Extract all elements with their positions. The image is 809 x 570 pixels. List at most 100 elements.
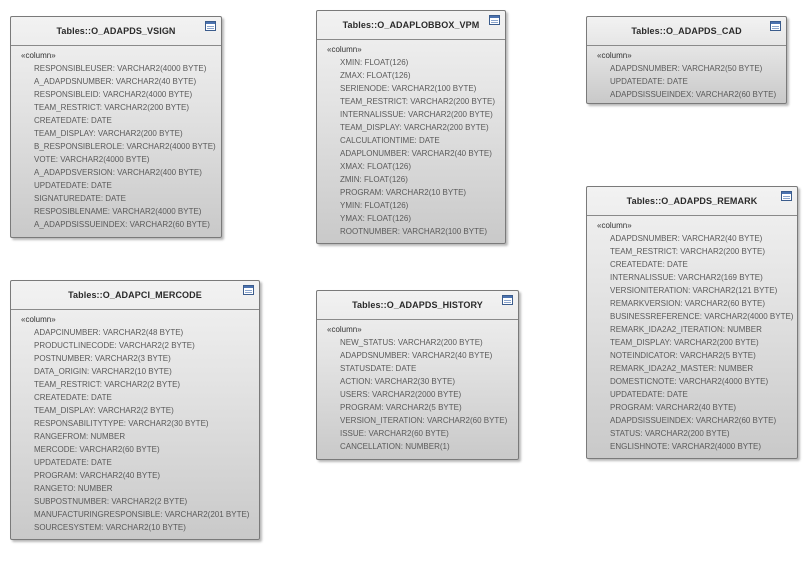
table-cad[interactable]: Tables::O_ADAPDS_CAD«column»ADAPDSNUMBER… [586, 16, 787, 104]
column-attribute[interactable]: A_ADAPDSNUMBER: VARCHAR2(40 BYTE) [34, 77, 197, 86]
table-header[interactable]: Tables::O_ADAPLOBBOX_VPM [317, 11, 505, 40]
column-attribute[interactable]: ADAPDSNUMBER: VARCHAR2(40 BYTE) [340, 351, 493, 360]
table-element-icon [489, 15, 500, 25]
table-element-icon [243, 285, 254, 295]
column-attribute[interactable]: TEAM_DISPLAY: VARCHAR2(200 BYTE) [340, 123, 489, 132]
table-header[interactable]: Tables::O_ADAPDS_HISTORY [317, 291, 518, 320]
column-attribute[interactable]: CANCELLATION: NUMBER(1) [340, 442, 450, 451]
column-attribute[interactable]: SUBPOSTNUMBER: VARCHAR2(2 BYTE) [34, 497, 188, 506]
column-attribute[interactable]: RANGETO: NUMBER [34, 484, 113, 493]
table-history[interactable]: Tables::O_ADAPDS_HISTORY«column»NEW_STAT… [316, 290, 519, 460]
column-attribute[interactable]: RESPONSABILITYTYPE: VARCHAR2(30 BYTE) [34, 419, 209, 428]
column-attribute[interactable]: ADAPDSNUMBER: VARCHAR2(40 BYTE) [610, 234, 763, 243]
column-attribute[interactable]: TEAM_RESTRICT: VARCHAR2(200 BYTE) [610, 247, 765, 256]
table-title: Tables::O_ADAPDS_REMARK [626, 196, 758, 206]
column-attribute[interactable]: ADAPDSNUMBER: VARCHAR2(50 BYTE) [610, 64, 763, 73]
column-attribute[interactable]: ADAPCINUMBER: VARCHAR2(48 BYTE) [34, 328, 184, 337]
column-attribute[interactable]: DATA_ORIGIN: VARCHAR2(10 BYTE) [34, 367, 172, 376]
table-element-icon [502, 295, 513, 305]
table-title: Tables::O_ADAPLOBBOX_VPM [342, 20, 480, 30]
table-element-icon [781, 191, 792, 201]
column-attribute[interactable]: XMAX: FLOAT(126) [340, 162, 411, 171]
column-attribute[interactable]: CREATEDATE: DATE [34, 393, 112, 402]
column-attribute[interactable]: TEAM_DISPLAY: VARCHAR2(200 BYTE) [34, 129, 183, 138]
column-attribute[interactable]: UPDATEDATE: DATE [610, 77, 688, 86]
column-attribute[interactable]: REMARKVERSION: VARCHAR2(60 BYTE) [610, 299, 765, 308]
table-header[interactable]: Tables::O_ADAPDS_CAD [587, 17, 786, 46]
column-attribute[interactable]: TEAM_RESTRICT: VARCHAR2(200 BYTE) [340, 97, 495, 106]
table-remark[interactable]: Tables::O_ADAPDS_REMARK«column»ADAPDSNUM… [586, 186, 798, 459]
table-title: Tables::O_ADAPDS_VSIGN [56, 26, 176, 36]
table-header[interactable]: Tables::O_ADAPCI_MERCODE [11, 281, 259, 310]
column-attribute[interactable]: SERIENODE: VARCHAR2(100 BYTE) [340, 84, 477, 93]
column-attribute[interactable]: VOTE: VARCHAR2(4000 BYTE) [34, 155, 150, 164]
column-attribute[interactable]: ROOTNUMBER: VARCHAR2(100 BYTE) [340, 227, 487, 236]
column-attribute[interactable]: B_RESPONSIBLEROLE: VARCHAR2(4000 BYTE) [34, 142, 216, 151]
table-title: Tables::O_ADAPDS_HISTORY [352, 300, 483, 310]
column-stereotype: «column» [21, 51, 56, 60]
column-attribute[interactable]: TEAM_DISPLAY: VARCHAR2(200 BYTE) [610, 338, 759, 347]
column-attribute[interactable]: ADAPLONUMBER: VARCHAR2(40 BYTE) [340, 149, 492, 158]
column-attribute[interactable]: UPDATEDATE: DATE [610, 390, 688, 399]
column-attribute[interactable]: INTERNALISSUE: VARCHAR2(169 BYTE) [610, 273, 763, 282]
column-attribute[interactable]: BUSINESSREFERENCE: VARCHAR2(4000 BYTE) [610, 312, 794, 321]
column-attribute[interactable]: RANGEFROM: NUMBER [34, 432, 126, 441]
column-attribute[interactable]: ADAPDSISSUEINDEX: VARCHAR2(60 BYTE) [610, 90, 777, 99]
column-attribute[interactable]: DOMESTICNOTE: VARCHAR2(4000 BYTE) [610, 377, 769, 386]
column-attribute[interactable]: INTERNALISSUE: VARCHAR2(200 BYTE) [340, 110, 493, 119]
column-attribute[interactable]: RESPOSIBLENAME: VARCHAR2(4000 BYTE) [34, 207, 202, 216]
column-attribute[interactable]: TEAM_DISPLAY: VARCHAR2(2 BYTE) [34, 406, 174, 415]
column-attribute[interactable]: POSTNUMBER: VARCHAR2(3 BYTE) [34, 354, 171, 363]
column-attribute[interactable]: STATUSDATE: DATE [340, 364, 417, 373]
column-compartment: «column»NEW_STATUS: VARCHAR2(200 BYTE)AD… [317, 320, 518, 453]
column-compartment: «column»ADAPCINUMBER: VARCHAR2(48 BYTE)P… [11, 310, 259, 534]
column-attribute[interactable]: ZMAX: FLOAT(126) [340, 71, 411, 80]
table-mercode[interactable]: Tables::O_ADAPCI_MERCODE«column»ADAPCINU… [10, 280, 260, 540]
column-attribute[interactable]: A_ADAPDSVERSION: VARCHAR2(400 BYTE) [34, 168, 202, 177]
column-attribute[interactable]: ADAPDSISSUEINDEX: VARCHAR2(60 BYTE) [610, 416, 777, 425]
table-header[interactable]: Tables::O_ADAPDS_REMARK [587, 187, 797, 216]
column-attribute[interactable]: PROGRAM: VARCHAR2(40 BYTE) [34, 471, 161, 480]
table-vsign[interactable]: Tables::O_ADAPDS_VSIGN«column»RESPONSIBL… [10, 16, 222, 238]
column-attribute[interactable]: UPDATEDATE: DATE [34, 181, 112, 190]
column-attribute[interactable]: USERS: VARCHAR2(2000 BYTE) [340, 390, 462, 399]
table-vpm[interactable]: Tables::O_ADAPLOBBOX_VPM«column»XMIN: FL… [316, 10, 506, 244]
column-attribute[interactable]: REMARK_IDA2A2_ITERATION: NUMBER [610, 325, 762, 334]
column-attribute[interactable]: ZMIN: FLOAT(126) [340, 175, 408, 184]
column-attribute[interactable]: RESPONSIBLEID: VARCHAR2(4000 BYTE) [34, 90, 193, 99]
column-attribute[interactable]: PROGRAM: VARCHAR2(10 BYTE) [340, 188, 467, 197]
column-attribute[interactable]: VERSION_ITERATION: VARCHAR2(60 BYTE) [340, 416, 508, 425]
column-attribute[interactable]: A_ADAPDSISSUEINDEX: VARCHAR2(60 BYTE) [34, 220, 210, 229]
column-attribute[interactable]: MANUFACTURINGRESPONSIBLE: VARCHAR2(201 B… [34, 510, 250, 519]
column-attribute[interactable]: ISSUE: VARCHAR2(60 BYTE) [340, 429, 449, 438]
column-attribute[interactable]: PROGRAM: VARCHAR2(5 BYTE) [340, 403, 462, 412]
column-attribute[interactable]: NEW_STATUS: VARCHAR2(200 BYTE) [340, 338, 483, 347]
column-attribute[interactable]: REMARK_IDA2A2_MASTER: NUMBER [610, 364, 754, 373]
column-attribute[interactable]: PRODUCTLINECODE: VARCHAR2(2 BYTE) [34, 341, 195, 350]
column-attribute[interactable]: CREATEDATE: DATE [34, 116, 112, 125]
column-stereotype: «column» [597, 51, 632, 60]
column-attribute[interactable]: SOURCESYSTEM: VARCHAR2(10 BYTE) [34, 523, 186, 532]
column-attribute[interactable]: UPDATEDATE: DATE [34, 458, 112, 467]
column-attribute[interactable]: TEAM_RESTRICT: VARCHAR2(2 BYTE) [34, 380, 181, 389]
column-attribute[interactable]: YMIN: FLOAT(126) [340, 201, 409, 210]
column-attribute[interactable]: XMIN: FLOAT(126) [340, 58, 409, 67]
table-header[interactable]: Tables::O_ADAPDS_VSIGN [11, 17, 221, 46]
column-attribute[interactable]: CALCULATIONTIME: DATE [340, 136, 440, 145]
column-attribute[interactable]: YMAX: FLOAT(126) [340, 214, 411, 223]
column-attribute[interactable]: VERSIONITERATION: VARCHAR2(121 BYTE) [610, 286, 778, 295]
column-attribute[interactable]: NOTEINDICATOR: VARCHAR2(5 BYTE) [610, 351, 756, 360]
column-attribute[interactable]: TEAM_RESTRICT: VARCHAR2(200 BYTE) [34, 103, 189, 112]
column-attribute[interactable]: CREATEDATE: DATE [610, 260, 688, 269]
column-compartment: «column» RESPONSIBLEUSER: VARCHAR2(4000 B… [11, 46, 221, 231]
column-stereotype: «column» [597, 221, 632, 230]
column-attribute[interactable]: RESPONSIBLEUSER: VARCHAR2(4000 BYTE) [34, 64, 207, 73]
column-attribute[interactable]: ACTION: VARCHAR2(30 BYTE) [340, 377, 455, 386]
column-attribute[interactable]: ENGLISHNOTE: VARCHAR2(4000 BYTE) [610, 442, 762, 451]
column-attribute[interactable]: MERCODE: VARCHAR2(60 BYTE) [34, 445, 160, 454]
column-stereotype: «column» [327, 45, 362, 54]
column-attribute[interactable]: STATUS: VARCHAR2(200 BYTE) [610, 429, 730, 438]
table-title: Tables::O_ADAPCI_MERCODE [68, 290, 202, 300]
column-attribute[interactable]: SIGNATUREDATE: DATE [34, 194, 127, 203]
column-attribute[interactable]: PROGRAM: VARCHAR2(40 BYTE) [610, 403, 737, 412]
